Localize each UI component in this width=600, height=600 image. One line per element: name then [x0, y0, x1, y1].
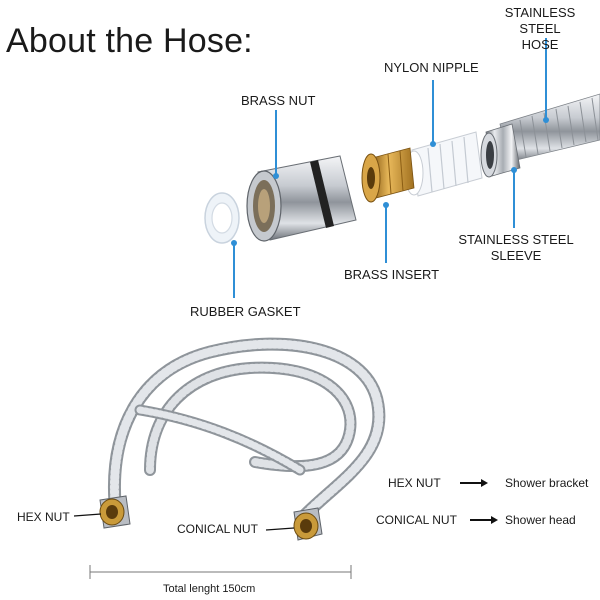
stainless-steel-hose-part	[499, 93, 600, 163]
label-conical-nut: CONICAL NUT	[177, 522, 258, 536]
leader-brass-insert	[383, 202, 389, 263]
legend-arrow-2-head	[491, 516, 498, 524]
legend-arrow-1-head	[481, 479, 488, 487]
page-title: About the Hose:	[6, 22, 253, 60]
leader-nylon-nipple	[430, 80, 436, 147]
label-hex-nut: HEX NUT	[17, 510, 70, 524]
stainless-steel-sleeve-part	[480, 123, 521, 178]
leader-brass-nut	[273, 110, 279, 179]
legend-arrow-2-line	[470, 519, 492, 521]
legend-arrow-1-line	[460, 482, 482, 484]
brass-nut-part	[246, 155, 357, 242]
dimension-line	[89, 565, 352, 579]
legend-term-hex-nut: HEX NUT	[388, 476, 441, 490]
rubber-gasket-part	[204, 192, 240, 244]
label-rubber-gasket: RUBBER GASKET	[190, 304, 301, 319]
brass-insert-part	[361, 147, 415, 203]
leader-stainless-steel-hose	[543, 38, 549, 123]
label-brass-insert: BRASS INSERT	[344, 267, 440, 282]
label-brass-nut: BRASS NUT	[241, 93, 316, 108]
label-stainless-steel-sleeve: STAINLESS STEEL SLEEVE	[458, 232, 574, 263]
leader-rubber-gasket	[231, 240, 237, 298]
label-nylon-nipple: NYLON NIPPLE	[384, 60, 479, 75]
label-stainless-steel-hose: STAINLESS STEEL HOSE	[504, 5, 576, 52]
dimension-label: Total lenght 150cm	[163, 583, 256, 595]
hex-nut-end	[99, 495, 131, 529]
conical-nut-end	[293, 507, 323, 541]
legend-term-conical-nut: CONICAL NUT	[376, 513, 457, 527]
legend-target-shower-head: Shower head	[505, 513, 576, 527]
leader-stainless-steel-sleeve	[511, 167, 517, 228]
legend-target-shower-bracket: Shower bracket	[505, 476, 589, 490]
